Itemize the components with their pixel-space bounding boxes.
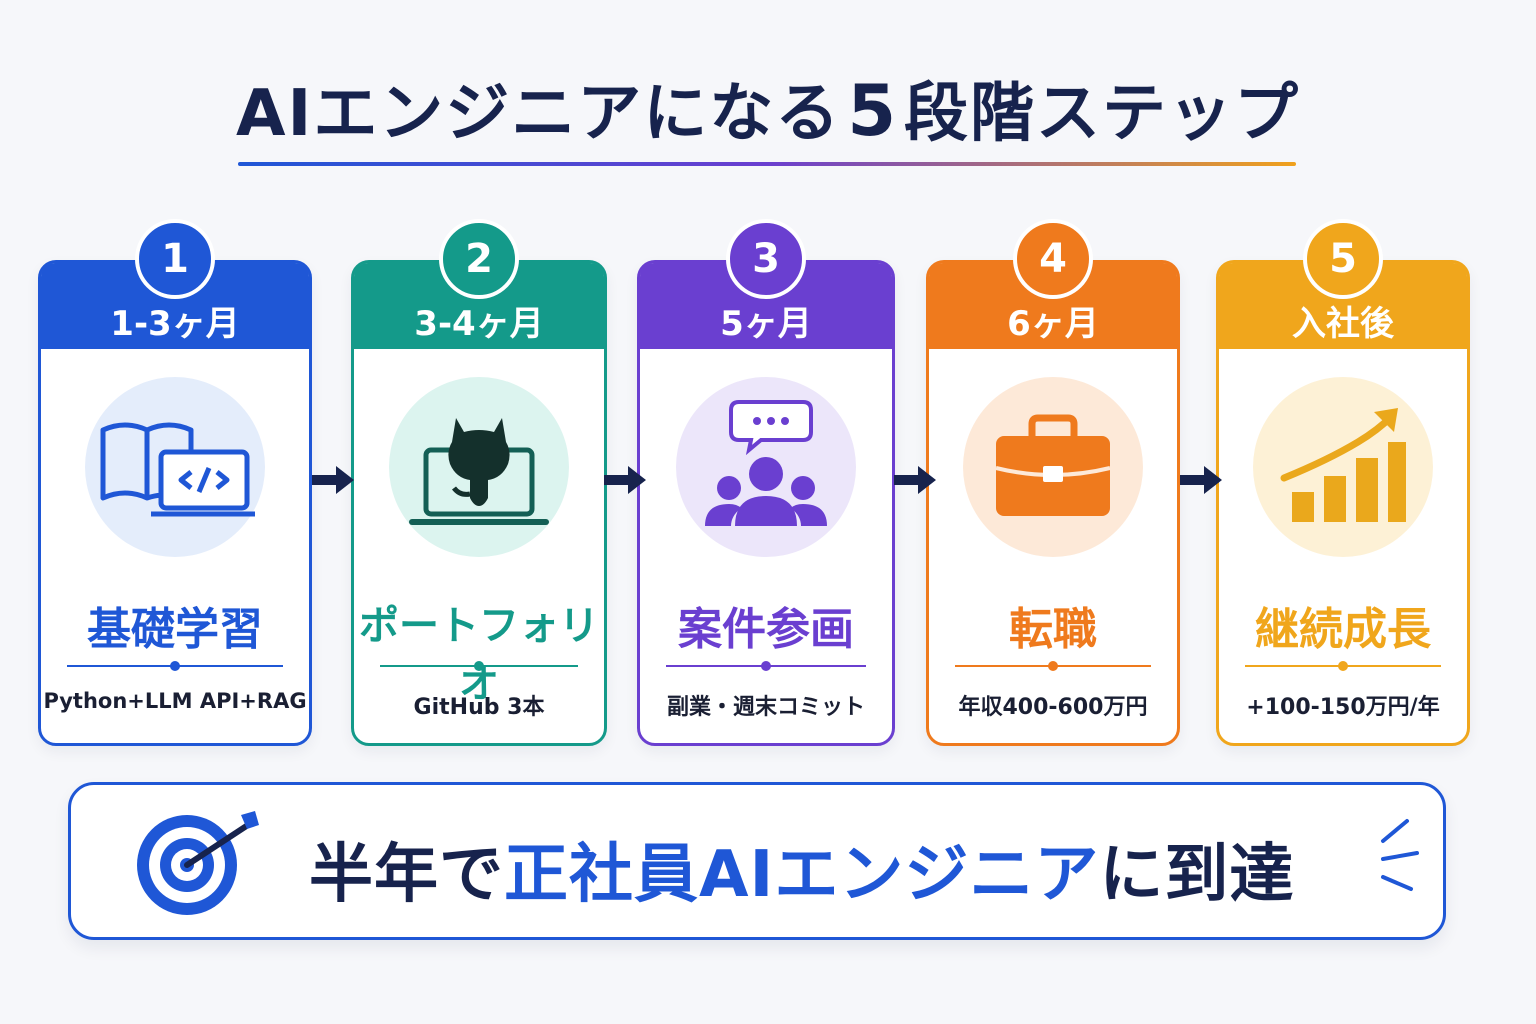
goal-pre: 半年で — [309, 838, 504, 912]
step-label-2: ポートフォリオ — [359, 603, 599, 707]
step-separator-5 — [1245, 661, 1441, 671]
step-label-4: 転職 — [1009, 604, 1097, 655]
page-title: AIエンジニアになる5段階ステップ — [0, 62, 1536, 154]
step-badge-3: 3 — [726, 219, 806, 299]
step-badge-4: 4 — [1013, 219, 1093, 299]
step-separator-2 — [380, 661, 578, 671]
step-separator-4 — [955, 661, 1151, 671]
goal-highlight: 正社員AIエンジニア — [504, 838, 1100, 912]
step-badge-2: 2 — [439, 219, 519, 299]
step-sub-1: Python+LLM API+RAG — [43, 689, 307, 713]
step-sub-5: +100-150万円/年 — [1246, 695, 1440, 720]
title-underline — [238, 162, 1296, 166]
step-label-3: 案件参画 — [678, 604, 854, 655]
step-sub-2: GitHub 3本 — [413, 695, 545, 720]
step-separator-1 — [67, 661, 283, 671]
briefcase-icon — [963, 377, 1143, 557]
arrow-right-icon — [604, 466, 646, 494]
team-chat-icon — [676, 377, 856, 557]
goal-message: 半年で正社員AIエンジニアに到達 — [309, 823, 1294, 915]
sparkle-lines-icon — [1381, 819, 1419, 891]
title-pre: AIエンジニアになる — [235, 77, 842, 151]
step-badge-1: 1 — [135, 219, 215, 299]
github-laptop-icon — [389, 377, 569, 557]
step-label-1: 基礎学習 — [87, 604, 263, 655]
growth-chart-icon — [1253, 377, 1433, 557]
goal-banner: 半年で正社員AIエンジニアに到達 — [68, 782, 1446, 940]
step-sub-4: 年収400-600万円 — [958, 695, 1148, 720]
step-card-4: 4 6ヶ月 転職 年収400-600万円 — [926, 219, 1180, 746]
step-separator-3 — [666, 661, 866, 671]
step-card-1: 1 1-3ヶ月 基礎学習 Python+LLM API+RAG — [38, 219, 312, 746]
target-arrow-icon — [137, 811, 259, 915]
arrow-right-icon — [312, 466, 354, 494]
step-card-2: 2 3-4ヶ月 ポートフォリオ GitHub 3本 — [351, 219, 607, 746]
title-post: 段階ステップ — [904, 77, 1301, 151]
step-sub-3: 副業・週末コミット — [666, 695, 865, 720]
step-badge-5: 5 — [1303, 219, 1383, 299]
arrow-right-icon — [1180, 466, 1222, 494]
book-laptop-code-icon — [85, 377, 265, 557]
step-card-3: 3 5ヶ月 案件参画 副業・週末コミット — [637, 219, 895, 746]
title-number: 5 — [847, 70, 899, 152]
step-label-5: 継続成長 — [1255, 604, 1431, 655]
arrow-right-icon — [894, 466, 936, 494]
step-card-5: 5 入社後 継続成長 +100-150万円/年 — [1216, 219, 1470, 746]
goal-post: に到達 — [1099, 838, 1295, 912]
